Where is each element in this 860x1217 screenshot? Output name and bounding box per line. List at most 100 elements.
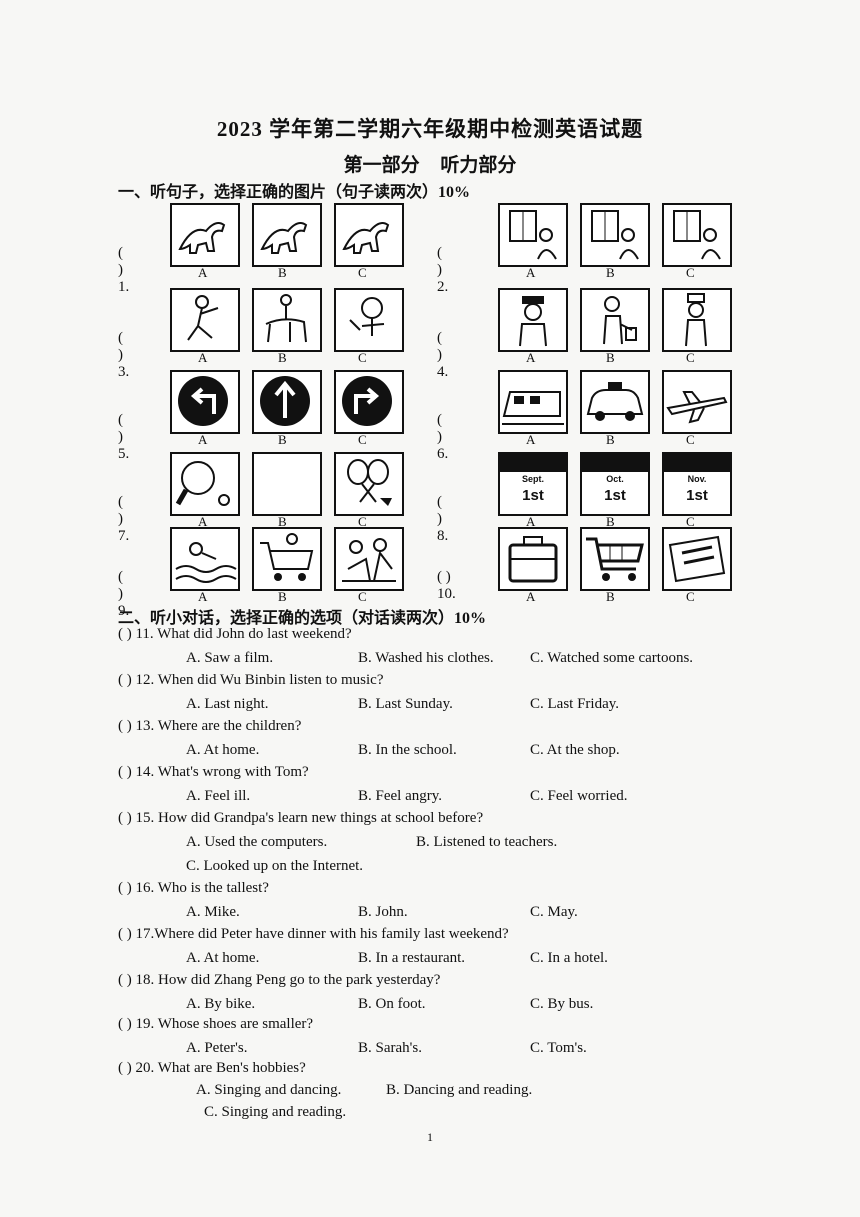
- answer-option-c[interactable]: C. Last Friday.: [530, 696, 620, 712]
- option-letter: C: [686, 265, 695, 280]
- answer-option-a[interactable]: A. Mike.: [186, 904, 240, 920]
- turn-right-sign-icon[interactable]: [334, 370, 404, 434]
- answer-option-c[interactable]: C. Looked up on the Internet.: [186, 858, 364, 874]
- answer-option-b[interactable]: B. On foot.: [358, 996, 426, 1012]
- boy-painting-icon[interactable]: [334, 288, 404, 352]
- picture-options: [498, 288, 744, 352]
- police-icon[interactable]: [498, 288, 568, 352]
- picnic-icon[interactable]: [334, 527, 404, 591]
- dinosaur-icon[interactable]: [252, 203, 322, 267]
- answer-option-a[interactable]: A. Singing and dancing.: [196, 1082, 342, 1098]
- window-icon[interactable]: [580, 203, 650, 267]
- swimming-icon[interactable]: [170, 527, 240, 591]
- ping-pong-icon-drawing: [175, 461, 230, 506]
- ping-pong-icon[interactable]: [170, 452, 240, 516]
- go-straight-sign-icon-drawing: [274, 380, 296, 418]
- option-letter: C: [686, 432, 695, 447]
- question-text: ( ) 13. Where are the children?: [118, 718, 302, 734]
- option-letter: A: [526, 514, 536, 529]
- picture-options: [498, 203, 744, 267]
- dinosaur-icon-drawing: [178, 222, 226, 254]
- question-number[interactable]: ( ) 9.: [118, 569, 130, 619]
- police-icon-drawing: [519, 296, 547, 347]
- question-number[interactable]: ( ) 10.: [437, 569, 456, 602]
- ticket-icon[interactable]: [662, 527, 732, 591]
- doctor-icon[interactable]: [662, 288, 732, 352]
- shopping-cart-icon[interactable]: [580, 527, 650, 591]
- calendar-icon[interactable]: Oct.1st: [580, 452, 650, 516]
- answer-option-a[interactable]: A. By bike.: [186, 996, 256, 1012]
- question-number[interactable]: ( ) 8.: [437, 494, 449, 544]
- turn-left-sign-icon[interactable]: [170, 370, 240, 434]
- question-text: ( ) 14. What's wrong with Tom?: [118, 764, 309, 780]
- window-icon[interactable]: [662, 203, 732, 267]
- badminton-icon[interactable]: [334, 452, 404, 516]
- dinosaur-icon[interactable]: [170, 203, 240, 267]
- answer-option-a[interactable]: A. Saw a film.: [186, 650, 274, 666]
- question-number[interactable]: ( ) 4.: [437, 330, 449, 380]
- question-text: ( ) 15. How did Grandpa's learn new thin…: [118, 810, 484, 826]
- calendar-month: Sept.: [521, 474, 544, 484]
- answer-option-b[interactable]: B. John.: [358, 904, 408, 920]
- answer-option-b[interactable]: B. Washed his clothes.: [358, 650, 494, 666]
- taxi-icon[interactable]: [580, 370, 650, 434]
- question-text: ( ) 16. Who is the tallest?: [118, 880, 269, 896]
- answer-option-c[interactable]: C. Watched some cartoons.: [530, 650, 694, 666]
- option-letter: C: [358, 350, 367, 365]
- answer-option-c[interactable]: C. Singing and reading.: [204, 1104, 347, 1120]
- suitcase-icon-drawing: [508, 536, 558, 583]
- answer-option-a[interactable]: A. Used the computers.: [186, 834, 328, 850]
- question-number[interactable]: ( ) 3.: [118, 330, 130, 380]
- answer-option-b[interactable]: B. Last Sunday.: [358, 696, 453, 712]
- blank-icon[interactable]: [252, 452, 322, 516]
- option-letter: C: [358, 432, 367, 447]
- answer-option-b[interactable]: B. Sarah's.: [358, 1040, 422, 1056]
- rider-icon[interactable]: [170, 288, 240, 352]
- answer-option-b[interactable]: B. Listened to teachers.: [416, 834, 558, 850]
- calendar-icon[interactable]: Nov.1st: [662, 452, 732, 516]
- calendar-top: [500, 454, 566, 472]
- suitcase-icon[interactable]: [498, 527, 568, 591]
- shopping-icon[interactable]: [252, 527, 322, 591]
- answer-option-c[interactable]: C. In a hotel.: [530, 950, 608, 966]
- boy-painting-icon-drawing: [349, 297, 385, 336]
- question-number[interactable]: ( ) 1.: [118, 245, 130, 295]
- answer-option-c[interactable]: C. Feel worried.: [530, 788, 628, 804]
- window-icon[interactable]: [498, 203, 568, 267]
- horse-rider-icon[interactable]: [252, 288, 322, 352]
- postman-icon[interactable]: [580, 288, 650, 352]
- question-number[interactable]: ( ) 5.: [118, 412, 130, 462]
- window-icon-drawing: [591, 210, 639, 260]
- question-number[interactable]: ( ) 6.: [437, 412, 449, 462]
- turn-left-sign-icon-drawing: [190, 387, 216, 414]
- answer-option-a[interactable]: A. At home.: [186, 742, 260, 758]
- section1-heading: 一、听句子，选择正确的图片（句子读两次）10%: [118, 184, 471, 201]
- calendar-day: 1st: [522, 487, 544, 504]
- dinosaur-icon[interactable]: [334, 203, 404, 267]
- answer-option-c[interactable]: C. May.: [530, 904, 578, 920]
- answer-option-c[interactable]: C. By bus.: [530, 996, 594, 1012]
- ticket-icon-drawing: [668, 535, 726, 583]
- answer-option-a[interactable]: A. Feel ill.: [186, 788, 251, 804]
- answer-option-b[interactable]: B. In a restaurant.: [358, 950, 466, 966]
- calendar-month: Oct.: [606, 474, 624, 484]
- answer-option-c[interactable]: C. Tom's.: [530, 1040, 587, 1056]
- go-straight-sign-icon[interactable]: [252, 370, 322, 434]
- question-number[interactable]: ( ) 7.: [118, 494, 130, 544]
- train-icon[interactable]: [498, 370, 568, 434]
- question-number[interactable]: ( ) 2.: [437, 245, 449, 295]
- answer-option-b[interactable]: B. Dancing and reading.: [386, 1082, 533, 1098]
- plane-icon[interactable]: [662, 370, 732, 434]
- answer-option-a[interactable]: A. At home.: [186, 950, 260, 966]
- answer-option-b[interactable]: B. Feel angry.: [358, 788, 443, 804]
- calendar-icon[interactable]: Sept. 1st: [498, 452, 568, 516]
- answer-option-a[interactable]: A. Peter's.: [186, 1040, 248, 1056]
- answer-option-a[interactable]: A. Last night.: [186, 696, 269, 712]
- option-letter: B: [278, 589, 287, 604]
- option-letter: A: [526, 265, 536, 280]
- picture-options: [170, 288, 416, 352]
- answer-option-c[interactable]: C. At the shop.: [530, 742, 620, 758]
- answer-option-b[interactable]: B. In the school.: [358, 742, 457, 758]
- picture-options: [170, 527, 416, 591]
